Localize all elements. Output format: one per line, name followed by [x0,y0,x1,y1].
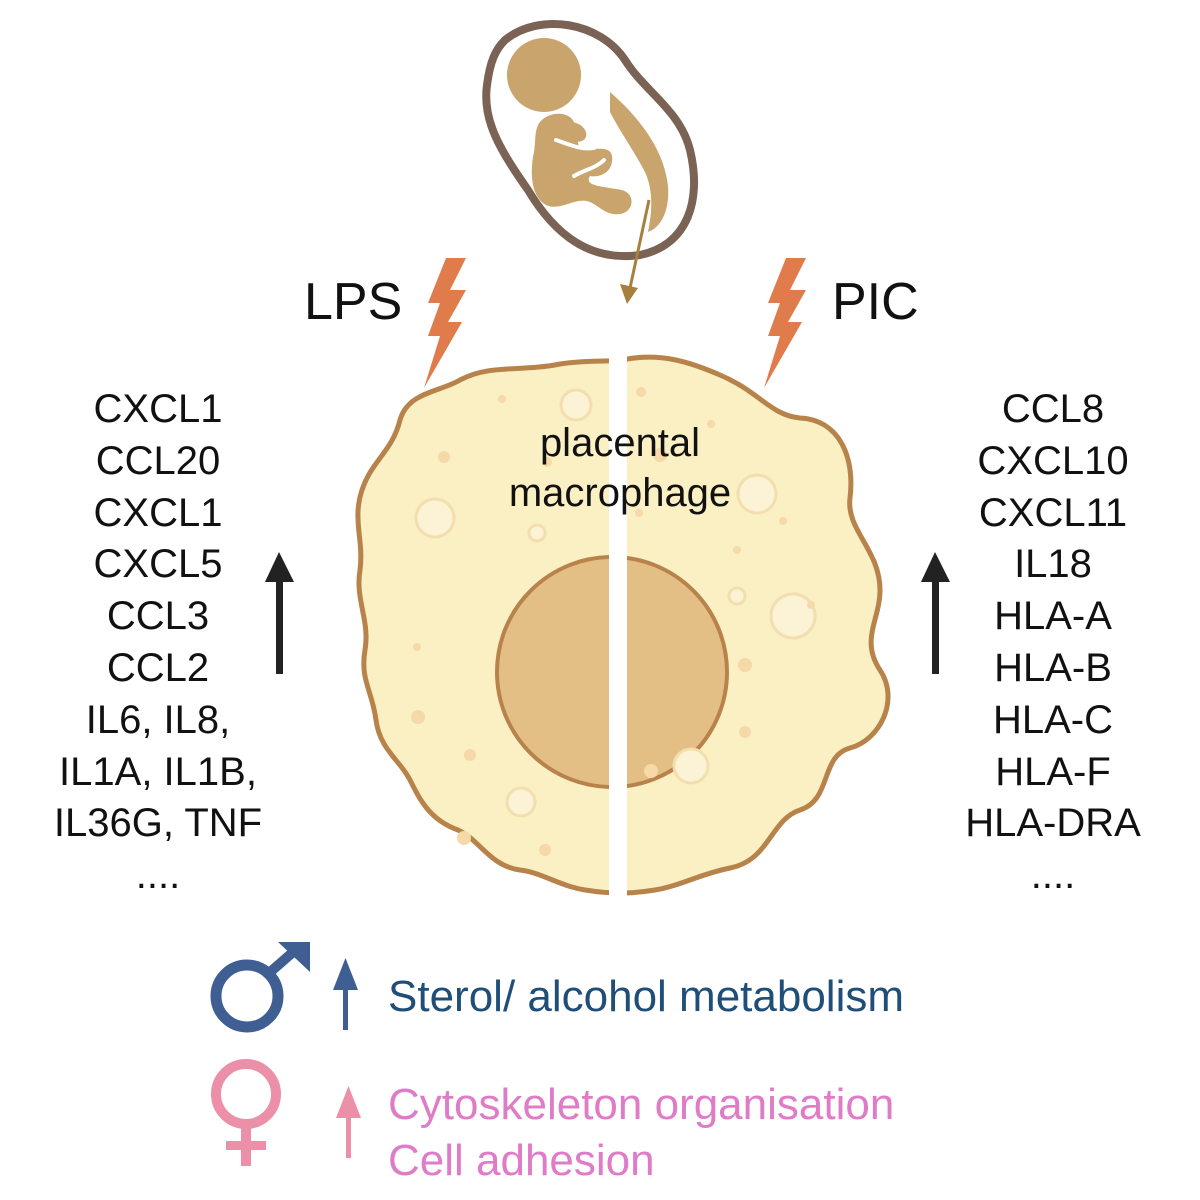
gene-item: IL6, IL8, [85,697,231,742]
gene-item: HLA-C [992,697,1114,742]
pic-upregulation-arrow [921,552,950,674]
gene-item: HLA-A [994,594,1112,639]
gene-item-ellipsis: .... [135,853,181,898]
placental-macrophage-cell [355,357,888,893]
female-pathway-text-2: Cell adhesion [388,1136,655,1185]
pic-gene-list: CCL8 CXCL10 CXCL11 IL18 HLA-A HLA-B HLA-… [940,384,1166,902]
gene-item: IL18 [1014,542,1092,587]
cell-label: placental macrophage [460,418,780,518]
cell-label-line2: macrophage [508,471,732,515]
cell-label-line1: placental [539,421,701,465]
male-pathway-text: Sterol/ alcohol metabolism [388,972,905,1021]
umbilical-cord [610,92,669,232]
gene-item: IL1A, IL1B, [59,749,257,794]
gene-item: CCL3 [106,594,210,639]
female-up-arrow-icon [336,1086,361,1158]
gene-item: HLA-F [995,749,1111,794]
lps-upregulation-arrow [265,552,294,674]
lps-label: LPS [304,273,403,331]
fetus-leg-gap [554,138,606,178]
female-pathway-text-1: Cytoskeleton organisation [388,1080,895,1129]
gene-item-ellipsis: .... [1030,853,1076,898]
gene-item: CXCL11 [978,490,1128,535]
female-symbol-icon [211,1059,281,1166]
pic-label: PIC [832,273,919,331]
lps-lightning-bolt-icon [424,258,466,388]
gene-item: CCL8 [1001,387,1105,431]
placenta-to-cell-arrow [620,199,651,304]
gene-item: HLA-B [994,645,1112,690]
gene-item: CXCL10 [977,438,1129,483]
male-symbol-icon [210,942,310,1033]
lps-gene-list: CXCL1 CCL20 CXCL1 CXCL5 CCL3 CCL2 IL6, I… [30,384,286,902]
pic-lightning-bolt-icon [764,258,806,388]
gene-item: IL36G, TNF [53,801,263,846]
gene-item: CXCL5 [93,542,223,587]
fetus-in-amniotic-sac-icon [482,19,699,261]
fetus-arm [559,122,587,142]
fetus-head [507,38,581,112]
gene-item: CCL2 [106,645,210,690]
gene-item: CXCL1 [93,490,223,535]
gene-item: HLA-DRA [965,801,1141,846]
gene-item: CCL20 [95,438,221,483]
male-up-arrow-icon [333,958,358,1030]
gene-item: CXCL1 [93,387,223,431]
